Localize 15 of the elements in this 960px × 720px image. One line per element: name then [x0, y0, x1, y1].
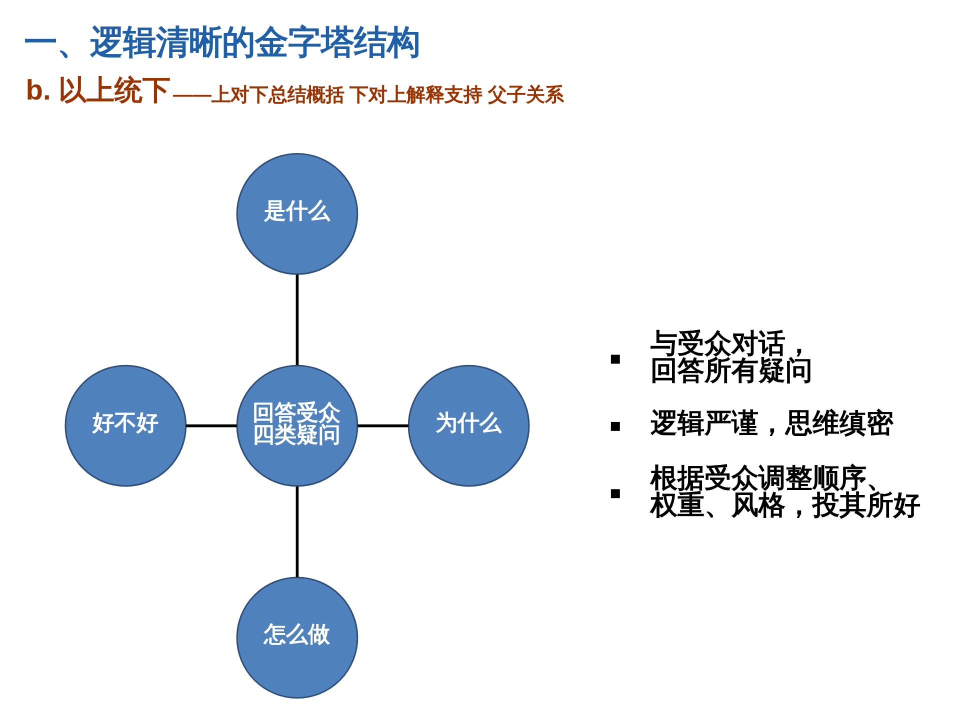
label: b. 以上统下 — [26, 74, 171, 105]
label: 与受众对话，回答所有疑问 — [650, 328, 813, 385]
connector — [296, 274, 299, 365]
diagram-title: 一、逻辑清晰的金字塔结构 — [24, 24, 420, 62]
label: 逻辑严谨，思维缜密 — [650, 407, 894, 438]
node-circle: 怎么做 — [236, 576, 358, 698]
node-circle: 为什么 — [408, 364, 530, 486]
node-circle: 是什么 — [236, 152, 358, 274]
connector — [186, 424, 237, 427]
connector — [358, 424, 408, 427]
connector — [296, 486, 299, 577]
label: ——上对下总结概括 下对上解释支持 父子关系 — [173, 84, 564, 106]
node-circle: 回答受众四类疑问 — [236, 364, 358, 486]
node-circle: 好不好 — [64, 364, 187, 486]
label: 根据受众调整顺序、权重、风格，投其所好 — [650, 462, 921, 520]
